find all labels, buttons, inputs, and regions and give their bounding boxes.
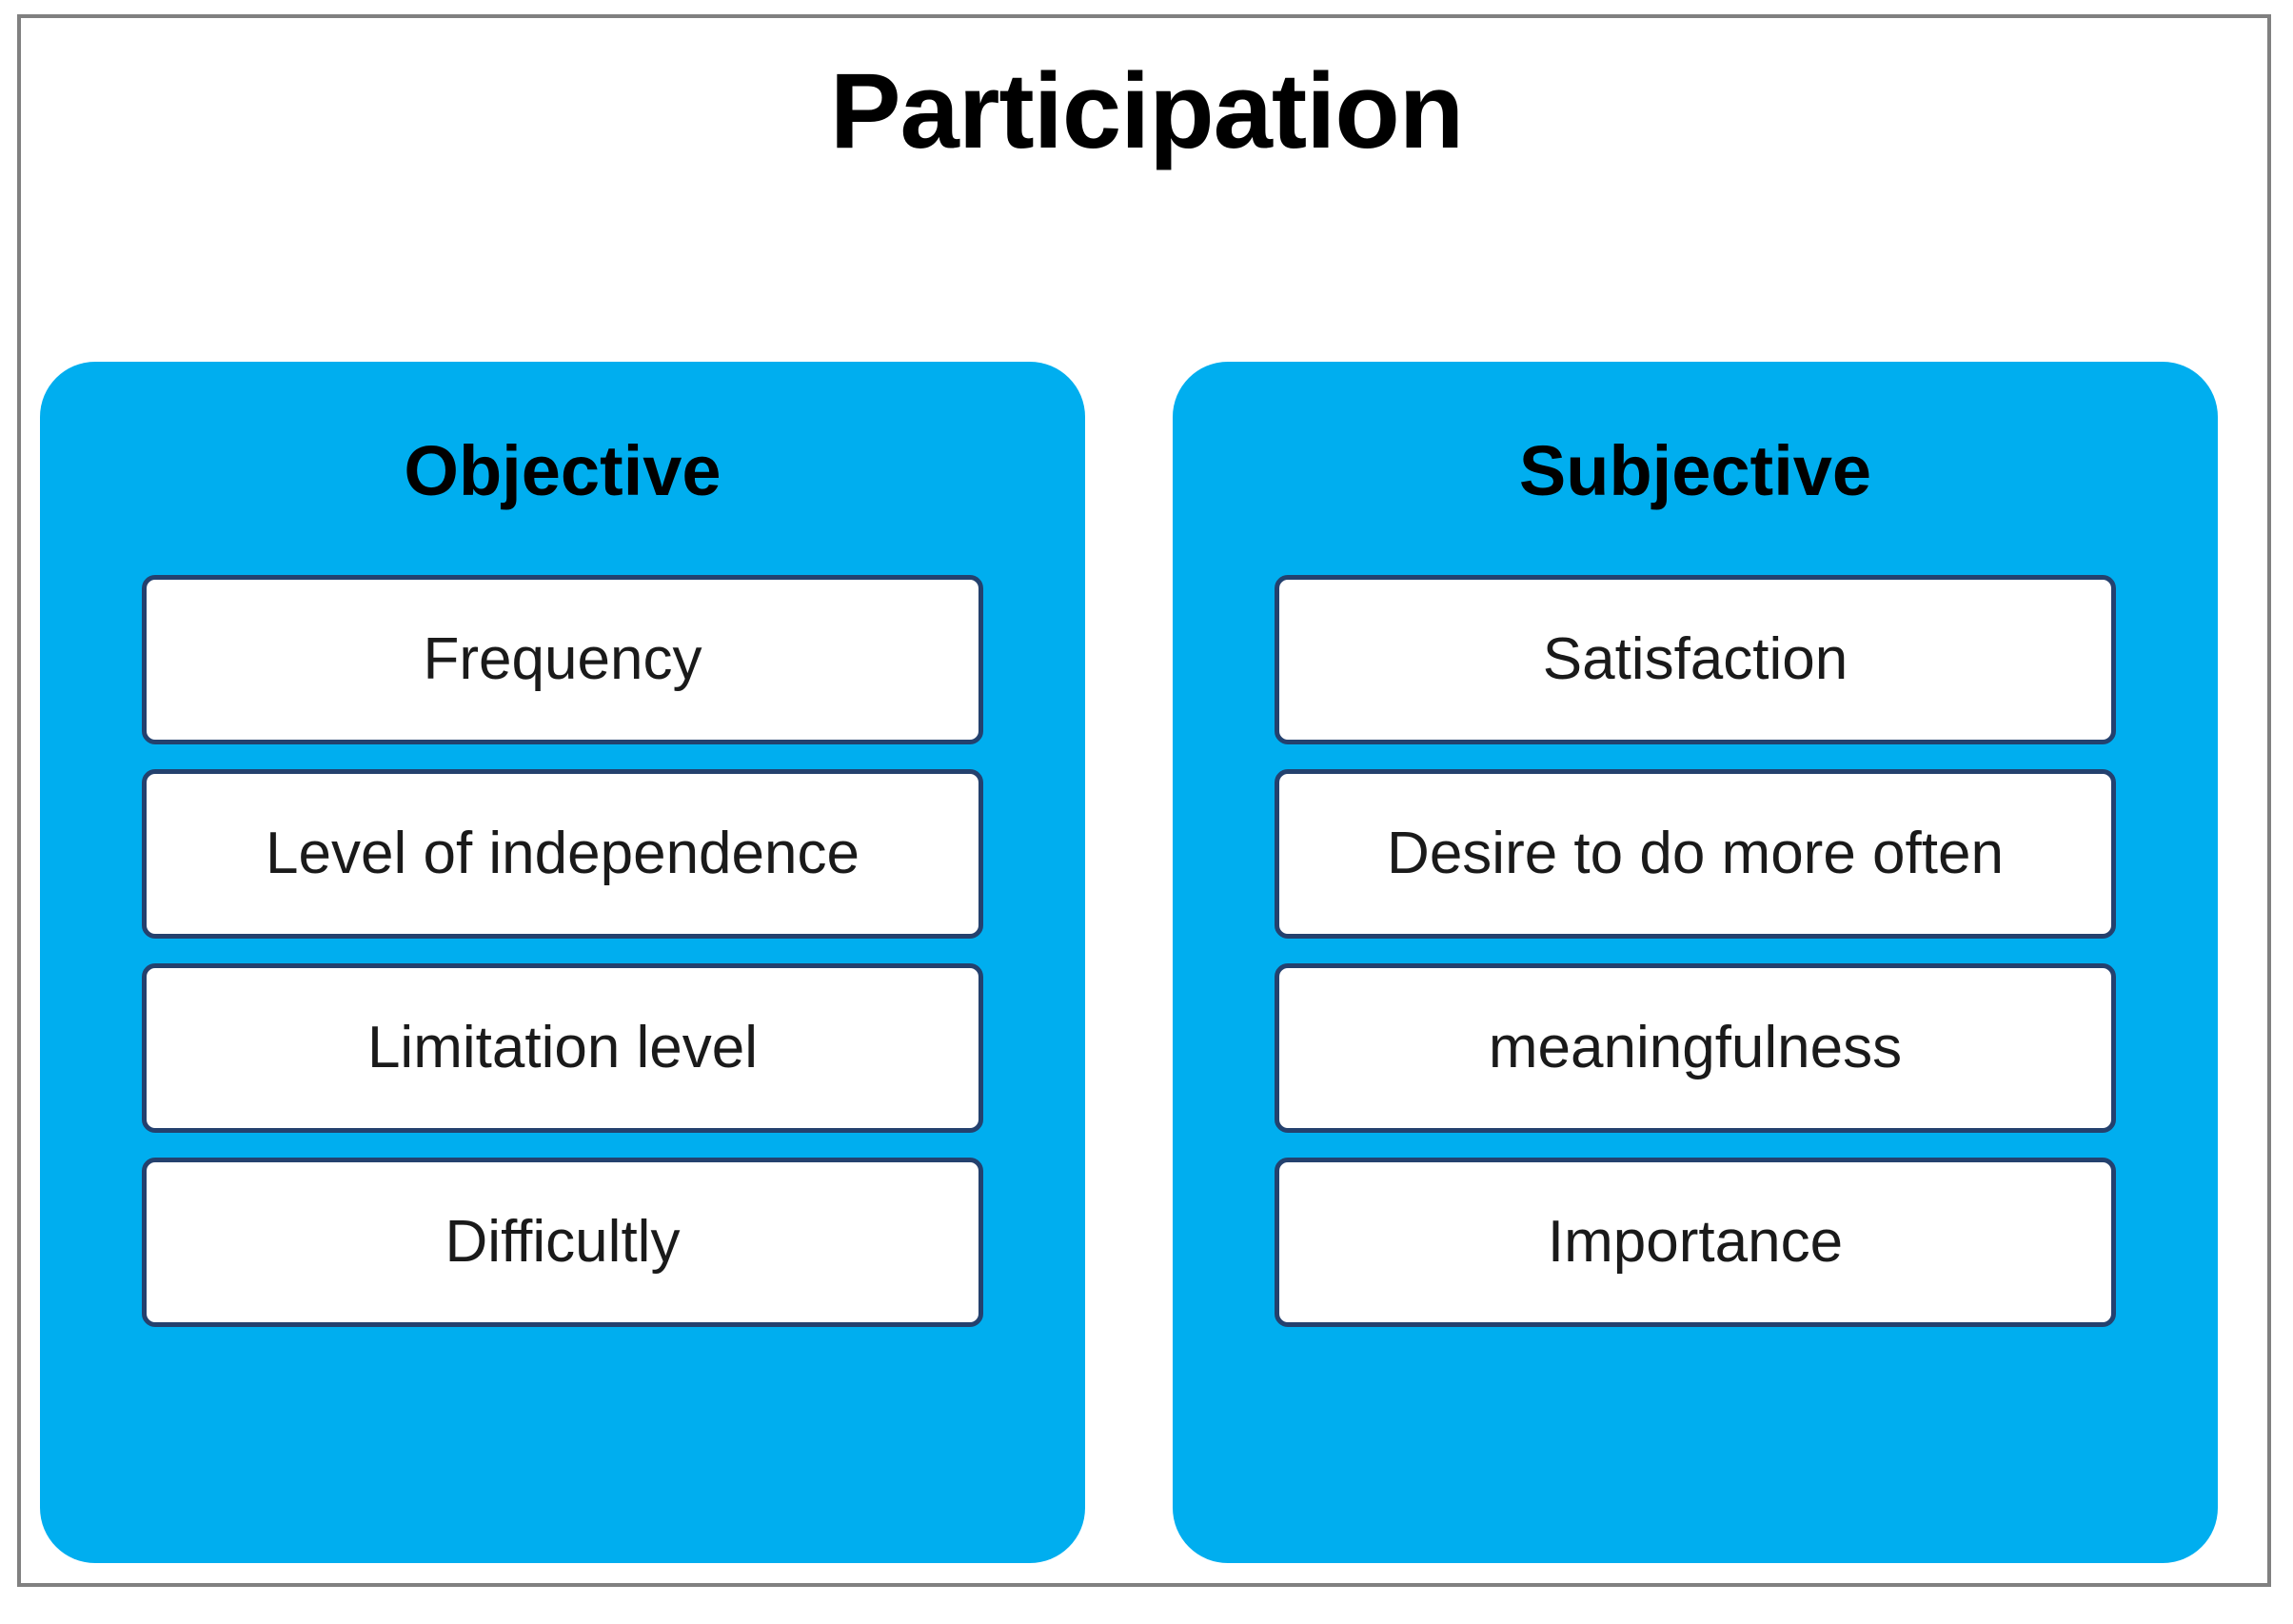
columns-container: Objective Frequency Level of independenc… — [40, 362, 2218, 1563]
panel-heading-objective: Objective — [404, 431, 722, 510]
item-list-objective: Frequency Level of independence Limitati… — [142, 575, 983, 1327]
item-box-desire-to-do-more-often[interactable]: Desire to do more often — [1275, 769, 2116, 939]
panel-heading-subjective: Subjective — [1518, 431, 1872, 510]
item-box-limitation-level[interactable]: Limitation level — [142, 963, 983, 1133]
item-box-satisfaction[interactable]: Satisfaction — [1275, 575, 2116, 744]
panel-subjective: Subjective Satisfaction Desire to do mor… — [1173, 362, 2218, 1563]
item-box-level-of-independence[interactable]: Level of independence — [142, 769, 983, 939]
item-box-importance[interactable]: Importance — [1275, 1158, 2116, 1327]
item-box-frequency[interactable]: Frequency — [142, 575, 983, 744]
panel-objective: Objective Frequency Level of independenc… — [40, 362, 1085, 1563]
item-box-difficultly[interactable]: Difficultly — [142, 1158, 983, 1327]
item-box-meaningfulness[interactable]: meaningfulness — [1275, 963, 2116, 1133]
page-title: Participation — [829, 51, 1464, 170]
item-list-subjective: Satisfaction Desire to do more often mea… — [1275, 575, 2116, 1327]
